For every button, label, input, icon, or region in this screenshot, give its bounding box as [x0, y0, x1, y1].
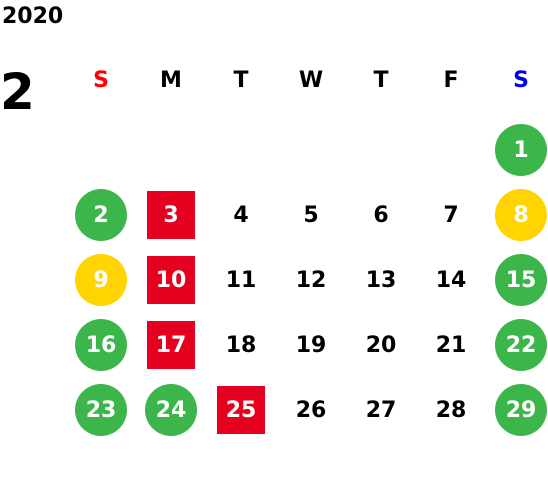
calendar-day-18: 18	[225, 332, 257, 358]
calendar-day-26: 26	[295, 397, 327, 423]
calendar-day-22: 22	[495, 319, 547, 371]
calendar-day-2: 2	[75, 189, 127, 241]
weekday-header-sat: S	[513, 68, 529, 93]
calendar-day-27: 27	[365, 397, 397, 423]
calendar-day-14: 14	[435, 267, 467, 293]
calendar-day-5: 5	[303, 202, 319, 228]
calendar-day-17: 17	[147, 321, 195, 369]
calendar-year: 2020	[2, 4, 64, 29]
weekday-header-thu: T	[373, 68, 389, 93]
calendar-month: 2	[0, 63, 35, 121]
calendar-day-19: 19	[295, 332, 327, 358]
calendar-day-15: 15	[495, 254, 547, 306]
calendar-day-21: 21	[435, 332, 467, 358]
calendar-day-23: 23	[75, 384, 127, 436]
calendar-day-1: 1	[495, 124, 547, 176]
calendar-day-25: 25	[217, 386, 265, 434]
calendar-day-29: 29	[495, 384, 547, 436]
calendar-day-3: 3	[147, 191, 195, 239]
weekday-header-fri: F	[443, 68, 459, 93]
weekday-header-tue: T	[233, 68, 249, 93]
calendar-day-16: 16	[75, 319, 127, 371]
calendar-day-12: 12	[295, 267, 327, 293]
weekday-header-wed: W	[298, 68, 324, 93]
calendar-day-9: 9	[75, 254, 127, 306]
weekday-header-sun: S	[93, 68, 109, 93]
calendar-day-10: 10	[147, 256, 195, 304]
calendar-day-13: 13	[365, 267, 397, 293]
calendar-day-28: 28	[435, 397, 467, 423]
calendar-day-6: 6	[373, 202, 389, 228]
calendar-day-24: 24	[145, 384, 197, 436]
weekday-header-mon: M	[160, 68, 182, 93]
calendar-day-11: 11	[225, 267, 257, 293]
calendar-day-4: 4	[233, 202, 249, 228]
calendar-day-8: 8	[495, 189, 547, 241]
calendar-day-20: 20	[365, 332, 397, 358]
calendar-day-7: 7	[443, 202, 459, 228]
